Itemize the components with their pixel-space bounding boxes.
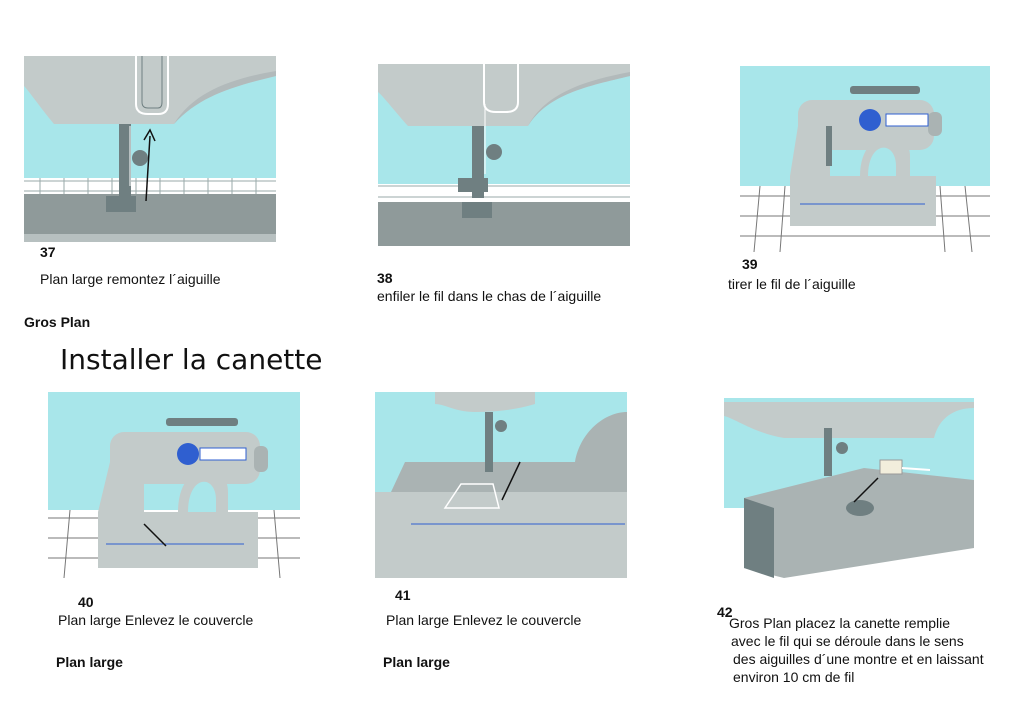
panel-37-caption: Plan large remontez l´aiguille bbox=[40, 271, 221, 287]
gros-plan-label: Gros Plan bbox=[24, 314, 91, 330]
panel-40-shot: Plan large bbox=[56, 654, 123, 670]
panel-38-illustration bbox=[378, 64, 630, 250]
panel-40-number: 40 bbox=[78, 594, 94, 610]
panel-37-number: 37 bbox=[40, 244, 56, 260]
panel-40-caption: Plan large Enlevez le couvercle bbox=[58, 612, 254, 628]
panel-41-shot: Plan large bbox=[383, 654, 450, 670]
panel-38-number: 38 bbox=[377, 270, 393, 286]
panel-42-caption-line-3: des aiguilles d´une montre et en laissan… bbox=[733, 651, 984, 667]
panel-39-caption: tirer le fil de l´aiguille bbox=[728, 276, 856, 292]
panel-40-illustration bbox=[48, 392, 300, 578]
panel-37-illustration bbox=[24, 56, 276, 242]
panel-39-illustration bbox=[740, 66, 990, 252]
panel-42-caption-line-4: environ 10 cm de fil bbox=[733, 669, 855, 685]
panel-41-number: 41 bbox=[395, 587, 411, 603]
panel-42-illustration bbox=[724, 398, 974, 586]
section-title: Installer la canette bbox=[60, 343, 323, 376]
panel-41-caption: Plan large Enlevez le couvercle bbox=[386, 612, 582, 628]
panel-42-number: 42 bbox=[717, 604, 733, 620]
panel-42-caption-line-2: avec le fil qui se déroule dans le sens bbox=[731, 633, 964, 649]
panel-41-illustration bbox=[375, 392, 627, 578]
panel-39-number: 39 bbox=[742, 256, 758, 272]
panel-42-caption-line-1: Gros Plan placez la canette remplie bbox=[729, 615, 950, 631]
panel-38-caption: enfiler le fil dans le chas de l´aiguill… bbox=[377, 288, 602, 304]
